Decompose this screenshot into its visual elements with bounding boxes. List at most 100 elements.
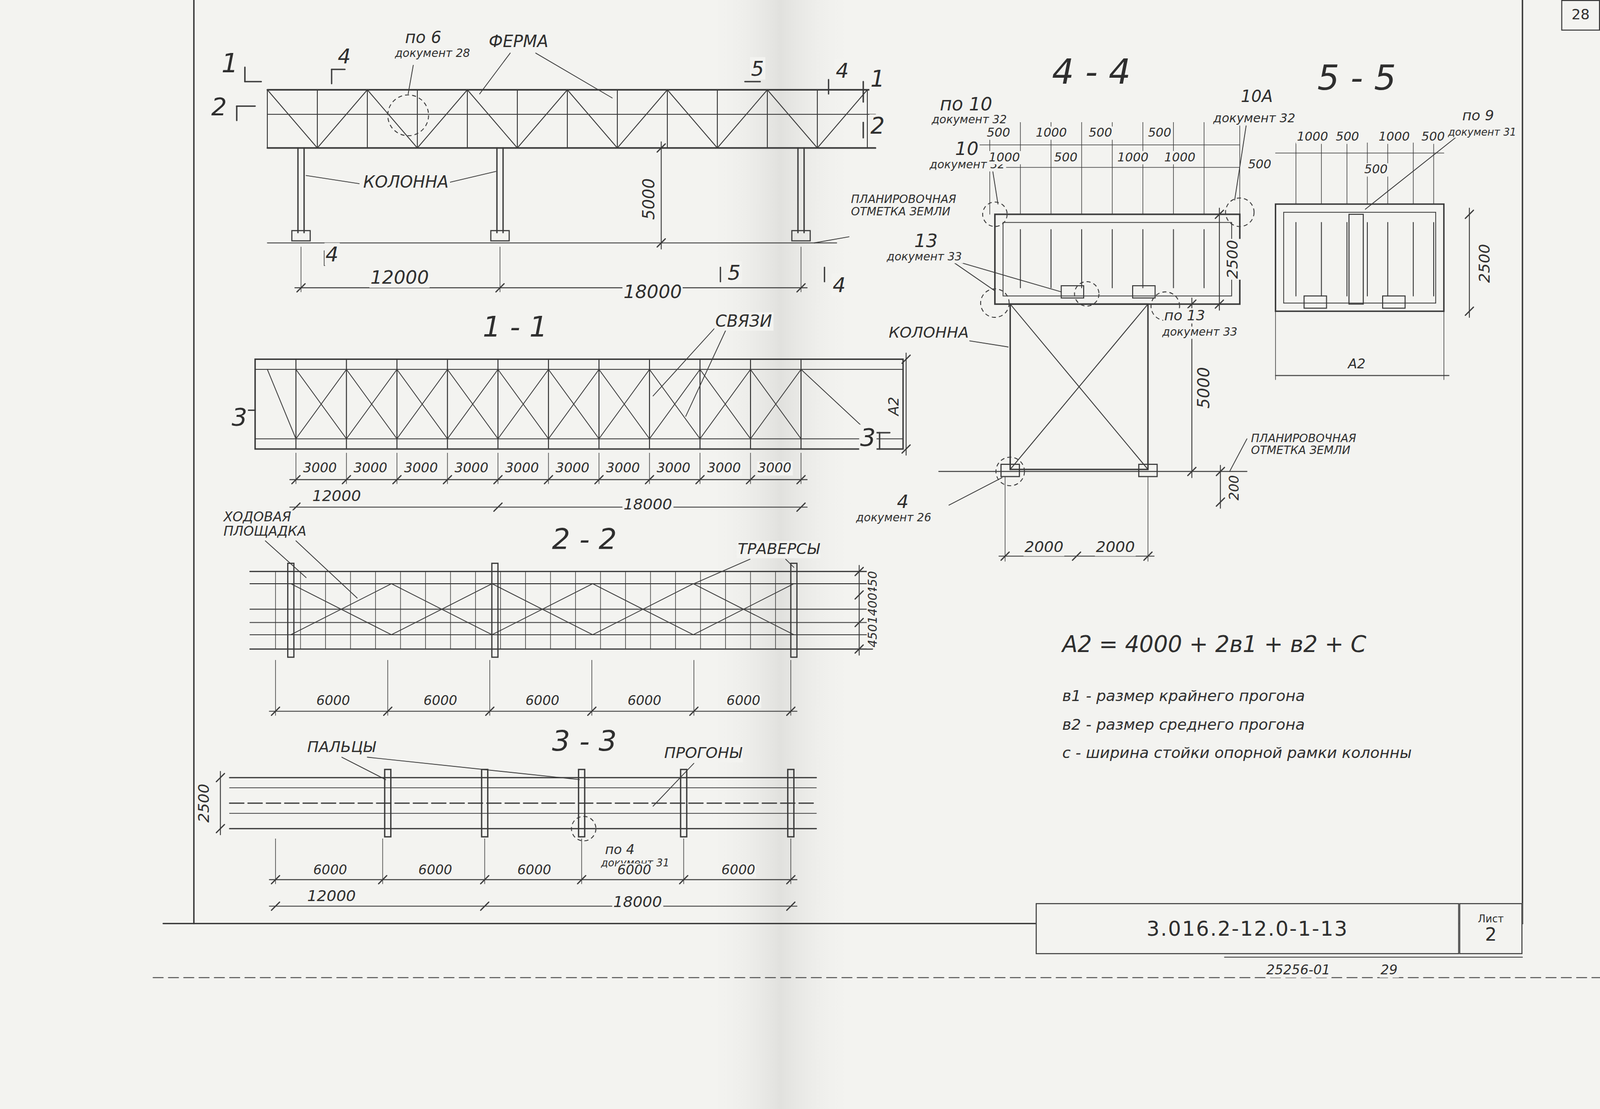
drawing-label: ФЕРМА: [487, 32, 550, 51]
drawing-label: документ 33: [1161, 326, 1239, 340]
ground-line: [267, 242, 837, 244]
extension-line: [489, 660, 491, 716]
purlin-section: [1346, 222, 1348, 296]
dimension-line: [269, 710, 798, 712]
drawing-label: 1000: [1377, 130, 1411, 145]
bracing-diagonal: [649, 369, 700, 439]
section-mark: [236, 105, 238, 121]
extension-line: [295, 452, 297, 484]
dimension-tick: [216, 824, 225, 833]
section-mark: [244, 67, 246, 82]
walkway-post: [425, 571, 426, 650]
drawing-label: документ 31: [1447, 126, 1518, 139]
purlin-section: [1172, 229, 1174, 288]
bracing-diagonal: [548, 369, 600, 439]
section-mark: [745, 81, 761, 83]
walkway-post: [650, 571, 651, 650]
dimension-line: [269, 905, 798, 907]
extension-line: [1443, 311, 1445, 380]
plan-post: [447, 359, 449, 450]
bracing-diagonal: [492, 583, 593, 635]
dimension-tick: [1216, 498, 1225, 506]
plan-post: [598, 359, 600, 450]
drawing-label: по 6: [403, 28, 443, 47]
walkway-line: [250, 634, 873, 636]
drawing-label: 4 - 4: [1050, 52, 1132, 92]
dimension-line: [1191, 298, 1193, 478]
drawing-label: 3000: [756, 461, 793, 476]
support-detail: [1061, 285, 1084, 299]
drawing-label: 500: [1334, 130, 1360, 145]
drawing-label: 2: [869, 114, 886, 140]
dimension-line: [1275, 152, 1445, 154]
drawing-label: документ 32: [930, 114, 1008, 127]
leader-line: [652, 763, 694, 807]
dimension-tick: [786, 901, 795, 910]
drawing-label: 10: [953, 138, 980, 159]
truss-post: [566, 89, 568, 148]
dimension-text: А2: [886, 395, 902, 417]
drawing-label: ПЛАНИРОВОЧНАЯ ОТМЕТКА ЗЕМЛИ: [1250, 432, 1396, 458]
truss-post: [716, 89, 718, 148]
page-number-box: 28: [1561, 0, 1600, 31]
drawing-label: 1000: [987, 150, 1021, 165]
dimension-tick: [1000, 551, 1009, 560]
section-mark: [862, 122, 864, 138]
drawing-label: 1000: [1296, 130, 1330, 145]
truss-diagonal: [717, 89, 768, 148]
purlin-section: [1203, 229, 1205, 288]
bracing-diagonal: [296, 369, 347, 439]
truss-post: [416, 89, 418, 148]
truss-post: [616, 89, 618, 148]
bracing-diagonal: [498, 369, 549, 439]
drawing-label: ХОДОВАЯ ПЛОЩАДКА: [222, 510, 337, 540]
bracing-diagonal: [397, 369, 448, 439]
drawing-label: 1: [220, 49, 240, 79]
drawing-label: документ 33: [885, 250, 963, 264]
section-mark: [331, 68, 346, 71]
dimension-tick: [216, 773, 225, 782]
walkway-frame: [995, 214, 1241, 304]
drawing-label: 4: [831, 273, 847, 296]
drawing-label: документ 26: [854, 512, 933, 525]
truss-chord: [267, 89, 876, 91]
dimension-text: 5000: [1195, 365, 1213, 410]
drawing-label: 3000: [705, 461, 742, 476]
detail-callout-circle: [1225, 198, 1255, 227]
grid-line: [1321, 143, 1322, 205]
section-mark: [719, 267, 722, 282]
leader-line: [785, 559, 794, 568]
plan-line: [254, 438, 903, 440]
drawing-label: 3000: [503, 461, 540, 476]
drawing-label: 6000: [720, 863, 756, 878]
bracing-diagonal: [296, 369, 347, 439]
box-value: 2: [1485, 924, 1498, 945]
dimension-tick: [1072, 551, 1081, 560]
drawing-label: 3000: [301, 461, 338, 476]
bracing-diagonal: [750, 369, 801, 439]
dimension-tick: [656, 238, 665, 247]
extension-line: [346, 452, 347, 484]
leader-line: [265, 540, 306, 578]
walkway-post: [475, 571, 476, 650]
drawing-label: 12000: [305, 887, 357, 905]
bracing-diagonal: [599, 369, 650, 439]
drawing-label: 6000: [315, 694, 351, 709]
plan-post: [396, 359, 398, 450]
drawing-label: А2: [1347, 356, 1367, 372]
dimension-line: [219, 771, 221, 835]
drawing-label: 1 - 1: [481, 312, 549, 344]
bracing-diagonal: [391, 583, 493, 635]
dimension-line: [289, 506, 807, 508]
purlin-section: [1142, 229, 1144, 288]
dimension-tick: [1187, 300, 1196, 308]
purlin-line: [229, 787, 817, 789]
dimension-text: 5000: [640, 177, 658, 221]
column: [797, 148, 800, 233]
purlin-section: [1433, 222, 1435, 296]
support-detail: [1303, 296, 1327, 309]
extension-line: [396, 452, 398, 484]
grid-line: [1081, 122, 1082, 215]
title-block: 3.016.2-12.0-1-13: [1035, 902, 1459, 954]
drawing-label: 29: [1379, 963, 1399, 978]
